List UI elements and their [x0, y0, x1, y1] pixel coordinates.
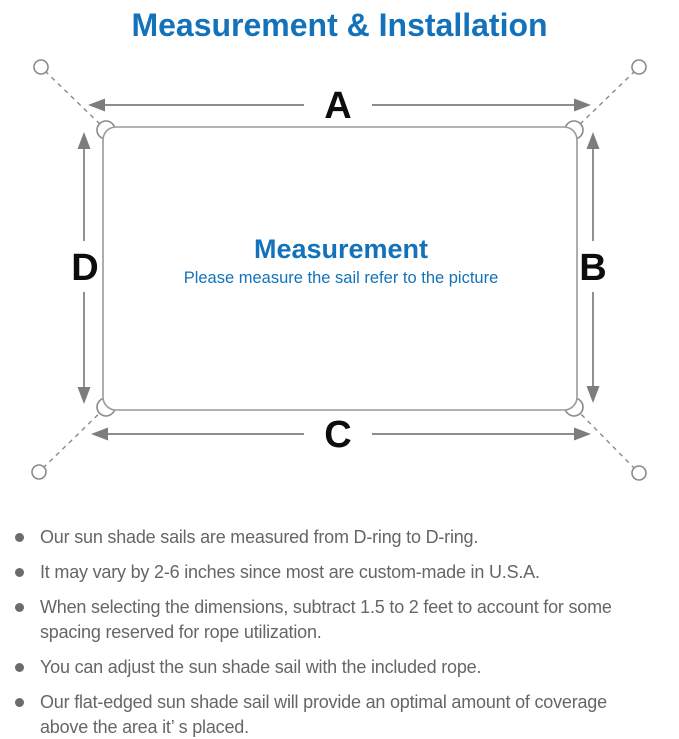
rope-dashed-top-right [573, 70, 636, 131]
dim-arrow-right: B [579, 132, 607, 403]
note-item: When selecting the dimensions, subtract … [14, 595, 659, 645]
rope-dashed-bottom-left [42, 406, 107, 469]
note-text: You can adjust the sun shade sail with t… [40, 657, 482, 677]
rope-dashed-bottom-right [573, 406, 636, 470]
diagram-center-subtext: Please measure the sail refer to the pic… [184, 269, 499, 287]
anchor-ring-bottom-left [31, 464, 47, 480]
note-item: Our sun shade sails are measured from D-… [14, 525, 659, 550]
dim-label-right: B [579, 247, 606, 289]
note-text: Our sun shade sails are measured from D-… [40, 527, 479, 547]
notes-list: Our sun shade sails are measured from D-… [0, 525, 679, 739]
bullet-icon [15, 603, 24, 612]
dim-arrow-bottom: C [91, 414, 591, 456]
dim-label-left: D [71, 247, 98, 289]
anchor-ring-top-right [631, 59, 647, 75]
anchor-ring-bottom-right [631, 465, 647, 481]
bullet-icon [15, 533, 24, 542]
note-text: Our flat-edged sun shade sail will provi… [40, 692, 607, 737]
note-text: When selecting the dimensions, subtract … [40, 597, 612, 642]
bullet-icon [15, 568, 24, 577]
diagram-center-heading: Measurement [254, 234, 428, 264]
bullet-icon [15, 698, 24, 707]
page-title: Measurement & Installation [131, 7, 548, 43]
dim-arrow-top: A [88, 85, 591, 127]
bullet-icon [15, 663, 24, 672]
sail-outline [102, 126, 578, 411]
anchor-ring-top-left [33, 59, 49, 75]
note-item: You can adjust the sun shade sail with t… [14, 655, 659, 680]
dim-label-bottom: C [324, 414, 351, 456]
note-text: It may vary by 2-6 inches since most are… [40, 562, 540, 582]
dim-arrow-left: D [71, 132, 99, 404]
dim-label-top: A [324, 85, 351, 127]
note-item: Our flat-edged sun shade sail will provi… [14, 690, 659, 739]
note-item: It may vary by 2-6 inches since most are… [14, 560, 659, 585]
rope-dashed-top-left [44, 70, 107, 131]
measurement-diagram: A C D B Measurement Please meas [31, 59, 647, 481]
